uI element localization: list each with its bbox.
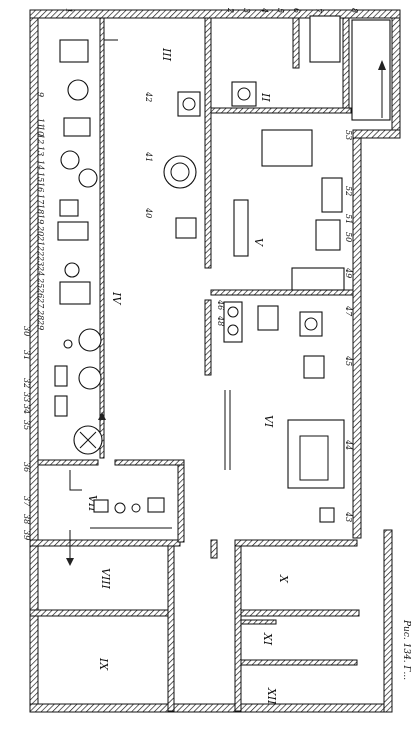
label-48: 48 (216, 315, 225, 326)
label-35: 35 (22, 420, 31, 430)
label-33: 33 (22, 392, 31, 402)
label-14: 14 (36, 160, 45, 170)
label-43: 43 (344, 511, 353, 522)
label-36: 36 (22, 462, 31, 472)
label-9: 9 (36, 92, 45, 97)
room-label-IV: IV (110, 291, 123, 305)
outer-walls (29, 9, 401, 713)
equipment-left-strip (54, 39, 118, 455)
label-38: 38 (22, 514, 31, 524)
label-50: 50 (344, 232, 353, 242)
label-22: 22 (36, 245, 45, 256)
label-12: 12 (36, 134, 45, 144)
label-16: 16 (36, 182, 45, 192)
label-10: 10 (36, 126, 45, 136)
label-7: 7 (314, 8, 323, 14)
label-21: 21 (36, 235, 45, 246)
label-47: 47 (344, 305, 353, 317)
label-51: 51 (344, 214, 353, 224)
label-6: 6 (292, 8, 301, 13)
label-19: 19 (36, 214, 45, 224)
equipment-centre (163, 15, 391, 523)
label-17: 17 (36, 194, 45, 205)
label-39: 39 (22, 530, 31, 540)
room-labels: I II III IV V VI VII VIII IX X XI XII (86, 47, 380, 705)
label-25: 25 (36, 277, 45, 288)
room-label-V: V (252, 238, 265, 247)
label-52: 52 (344, 186, 353, 196)
label-28: 28 (36, 309, 45, 320)
room-label-VIII: VIII (99, 568, 112, 590)
label-23: 23 (36, 255, 45, 266)
room-label-III: III (160, 47, 173, 62)
label-3: 3 (242, 8, 251, 13)
label-27: 27 (36, 297, 45, 309)
label-20: 20 (36, 225, 45, 236)
label-34: 34 (22, 404, 31, 414)
label-26: 26 (36, 287, 45, 298)
label-31: 31 (22, 350, 31, 360)
label-45: 45 (344, 355, 353, 366)
room-label-XI: XI (261, 632, 274, 646)
interior-walls (29, 17, 360, 712)
label-5: 5 (276, 8, 285, 13)
label-44: 44 (344, 439, 353, 450)
label-30: 30 (22, 326, 31, 336)
label-49: 49 (344, 267, 353, 278)
label-40: 40 (144, 207, 153, 218)
room-label-VI: VI (262, 415, 275, 428)
label-41: 41 (144, 151, 153, 162)
label-46: 46 (216, 299, 225, 310)
label-53: 53 (344, 130, 353, 140)
label-18: 18 (36, 204, 45, 214)
figure-caption: Рис. 134. Г... (401, 619, 411, 680)
label-37: 37 (22, 496, 31, 507)
label-2: 2 (226, 7, 235, 13)
equipment-labels: 9 10 11 12 13 14 15 16 17 18 19 20 21 22… (22, 7, 359, 540)
label-13: 13 (36, 146, 45, 156)
label-24: 24 (36, 265, 45, 276)
room-label-IX: IX (97, 657, 110, 671)
label-32: 32 (22, 378, 31, 388)
label-11: 11 (36, 118, 45, 128)
label-42: 42 (144, 91, 153, 102)
label-8: 8 (350, 8, 359, 13)
room-label-X: X (277, 574, 290, 584)
room-label-II: II (259, 92, 272, 102)
label-29: 29 (36, 319, 45, 330)
equipment-room-VII (66, 470, 172, 566)
label-4: 4 (260, 7, 269, 13)
label-1: 1 (64, 8, 73, 13)
room-label-XII: XII (265, 687, 278, 705)
label-15: 15 (36, 172, 45, 182)
